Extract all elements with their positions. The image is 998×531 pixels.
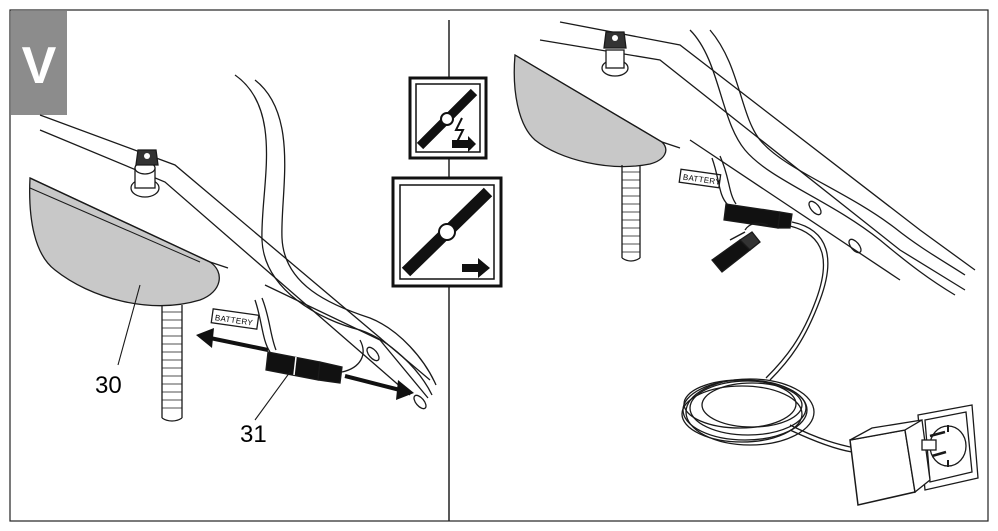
leader-30 — [117, 284, 141, 366]
handle-tube-inner — [254, 79, 437, 386]
callout-30: 30 — [95, 372, 122, 399]
charger-cable — [769, 221, 829, 381]
handle-tube-outer — [234, 74, 433, 396]
key-switch-icon — [130, 149, 160, 198]
figure-border — [9, 9, 989, 522]
left-panel — [29, 74, 437, 422]
charger-cable-2 — [765, 225, 825, 379]
callout-31: 31 — [240, 421, 267, 448]
wall-socket — [917, 404, 979, 491]
right-cable-2 — [719, 155, 737, 205]
handle-bar-bottom-edge — [39, 129, 411, 396]
right-handle-tube-2 — [709, 29, 966, 276]
handle-lower-rail — [264, 284, 429, 399]
charger-lead — [789, 424, 856, 449]
arrow-right-head — [396, 380, 414, 400]
strap-loop-1 — [366, 346, 380, 362]
right-short-cable — [744, 222, 769, 231]
right-housing-body — [513, 53, 667, 168]
strap-loop-2 — [413, 394, 427, 410]
battery-tag-right — [678, 168, 722, 189]
right-key-switch-icon — [601, 31, 629, 77]
right-connector-socket — [723, 203, 793, 229]
right-flex-hose — [621, 165, 641, 262]
arrow-right-small-icon — [452, 136, 476, 152]
flex-hose — [161, 305, 183, 422]
battery-tag-left — [210, 308, 260, 330]
step-letter: V — [22, 37, 57, 95]
housing-rim-inner — [29, 187, 201, 263]
coiled-cable — [681, 378, 815, 446]
leader-31 — [254, 371, 291, 421]
housing-body — [29, 177, 220, 307]
charger-lead-2 — [789, 429, 853, 453]
pull-apart-arrows — [209, 336, 401, 392]
step-badge: V — [11, 11, 67, 115]
disconnect-charging-icon — [408, 76, 488, 160]
right-handle-lower-rail — [689, 139, 901, 281]
right-connector-plug — [711, 231, 761, 273]
connector-plug — [265, 351, 343, 384]
right-handle-tube — [689, 29, 956, 296]
right-panel — [513, 21, 979, 506]
cable-left-upper-2 — [261, 297, 277, 351]
arrow-left-head — [196, 328, 214, 348]
arrow-right-icon — [462, 258, 490, 278]
right-cable-1 — [711, 157, 729, 206]
right-housing-rim — [514, 54, 681, 149]
housing-rim — [29, 177, 229, 269]
cable-right-upper — [341, 339, 364, 373]
charger-plug — [849, 418, 947, 506]
lightning-icon — [454, 117, 465, 143]
connect-icon — [391, 176, 503, 288]
right-handle-top-edge — [539, 39, 966, 291]
